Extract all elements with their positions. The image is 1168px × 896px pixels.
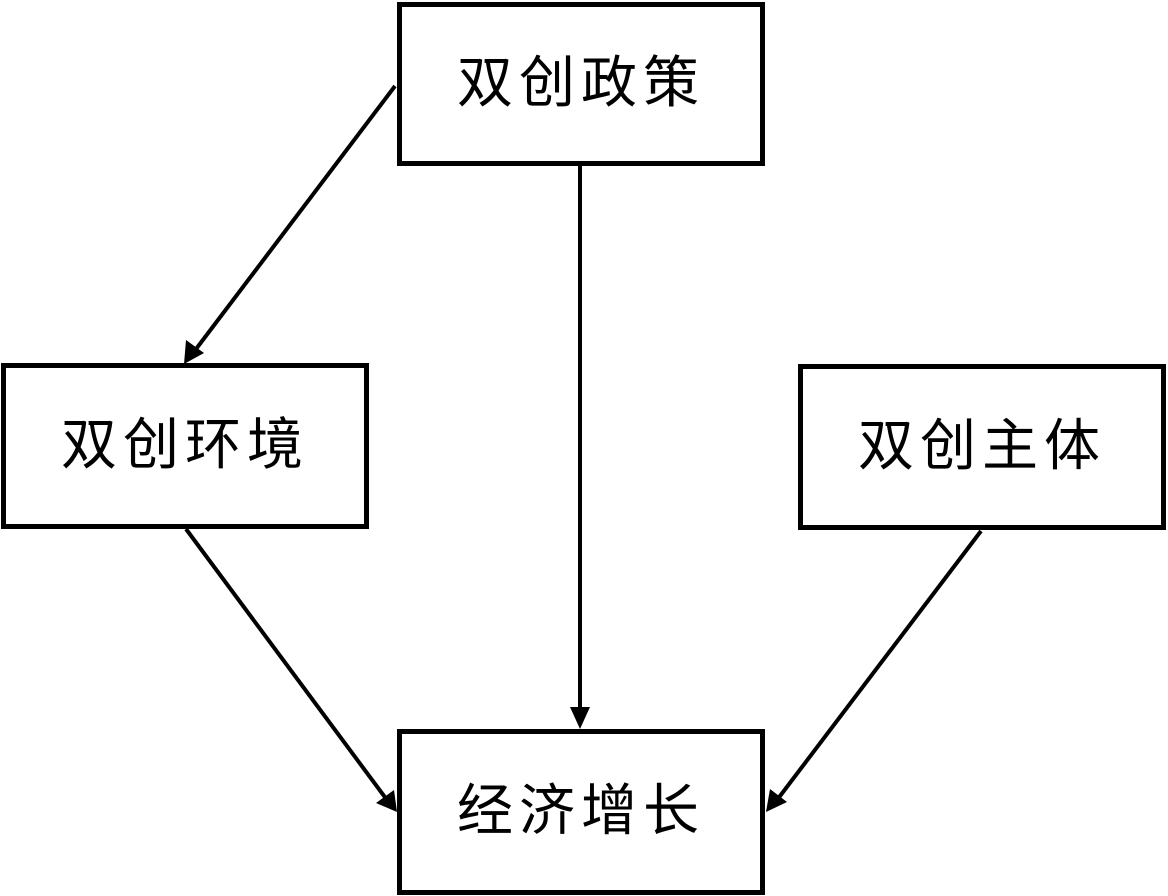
arrowhead-policy-to-growth [570,707,590,729]
node-policy-label: 双创政策 [457,51,705,116]
edge-policy-to-environment [188,84,397,359]
node-growth: 经济增长 [397,729,765,895]
node-growth-label: 经济增长 [457,779,705,844]
node-environment-label: 双创环境 [61,413,309,478]
edge-environment-to-growth [184,527,389,802]
arrowhead-subject-to-growth [766,789,787,812]
arrowhead-environment-to-growth [376,790,397,812]
node-subject-label: 双创主体 [858,414,1106,479]
node-environment: 双创环境 [1,363,369,529]
node-policy: 双创政策 [397,2,765,166]
edge-subject-to-growth [775,529,983,802]
arrowhead-policy-to-environment [184,340,204,364]
node-subject: 双创主体 [798,364,1166,530]
